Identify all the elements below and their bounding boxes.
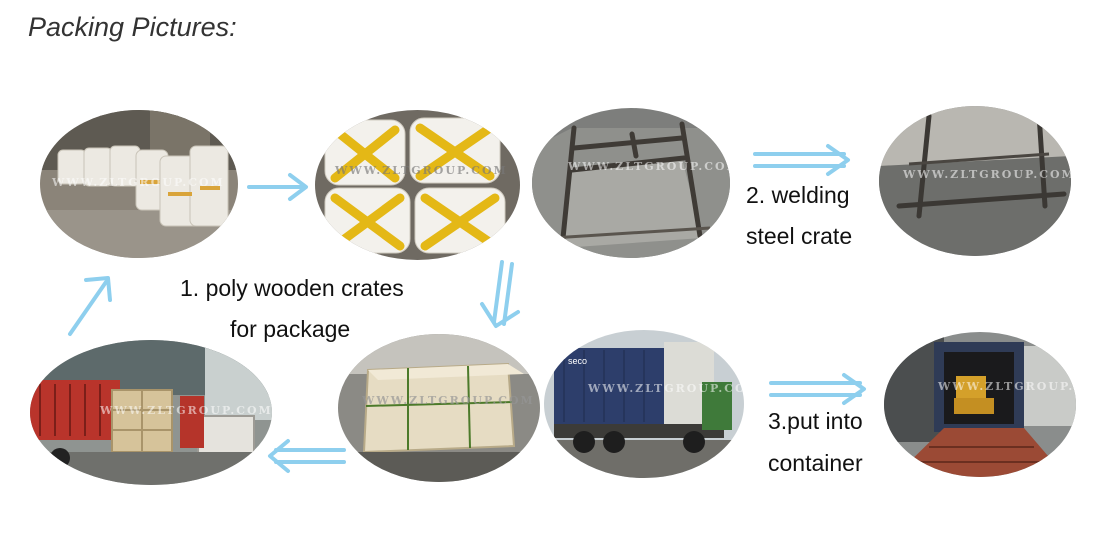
photo-wooden-crate: WWW.ZLTGROUP.COM — [338, 334, 540, 482]
arrow-right-icon — [753, 144, 850, 176]
arrow-up-right-icon — [68, 276, 112, 336]
step-1-label-line1: 1. poly wooden crates — [180, 275, 404, 301]
watermark-text: WWW.ZLTGROUP.COM — [937, 380, 1076, 393]
watermark-text: WWW.ZLTGROUP.COM — [567, 160, 730, 173]
page-title: Packing Pictures: — [28, 12, 237, 42]
step-2-label-line1: 2. welding — [746, 182, 850, 208]
step-1-label-line2: for package — [230, 316, 351, 342]
watermark-text: WWW.ZLTGROUP.COM — [361, 394, 535, 407]
photo-steel-frame: WWW.ZLTGROUP.COM — [532, 108, 730, 258]
step-3-label-line2: container — [768, 450, 863, 476]
photo-crate-factory: WWW.ZLTGROUP.COM — [30, 340, 272, 485]
arrow-right-icon — [769, 373, 866, 405]
photo-container-truck: seco WWW.ZLTGROUP.COM — [544, 330, 744, 478]
watermark-text: WWW.ZLTGROUP.COM — [587, 382, 744, 395]
photo-taped-bags: WWW.ZLTGROUP.COM — [315, 110, 520, 260]
watermark-text: WWW.ZLTGROUP.COM — [99, 404, 272, 417]
arrow-left-icon — [268, 439, 346, 473]
truck-brand-text: seco — [568, 356, 587, 366]
watermark-text: WWW.ZLTGROUP.COM — [334, 164, 508, 177]
arrow-right-icon — [247, 173, 308, 201]
photo-forklift-loading: WWW.ZLTGROUP.COM — [884, 332, 1076, 477]
photo-bagged-goods: WWW.ZLTGROUP.COM — [40, 110, 238, 258]
watermark-text: WWW.ZLTGROUP.COM — [51, 176, 225, 189]
photo-welded-crate: WWW.ZLTGROUP.COM — [879, 106, 1071, 256]
watermark-text: WWW.ZLTGROUP.COM — [902, 168, 1071, 181]
arrow-down-left-icon — [480, 260, 520, 328]
step-2-label-line2: steel crate — [746, 223, 853, 249]
step-3-label-line1: 3.put into — [768, 408, 863, 434]
